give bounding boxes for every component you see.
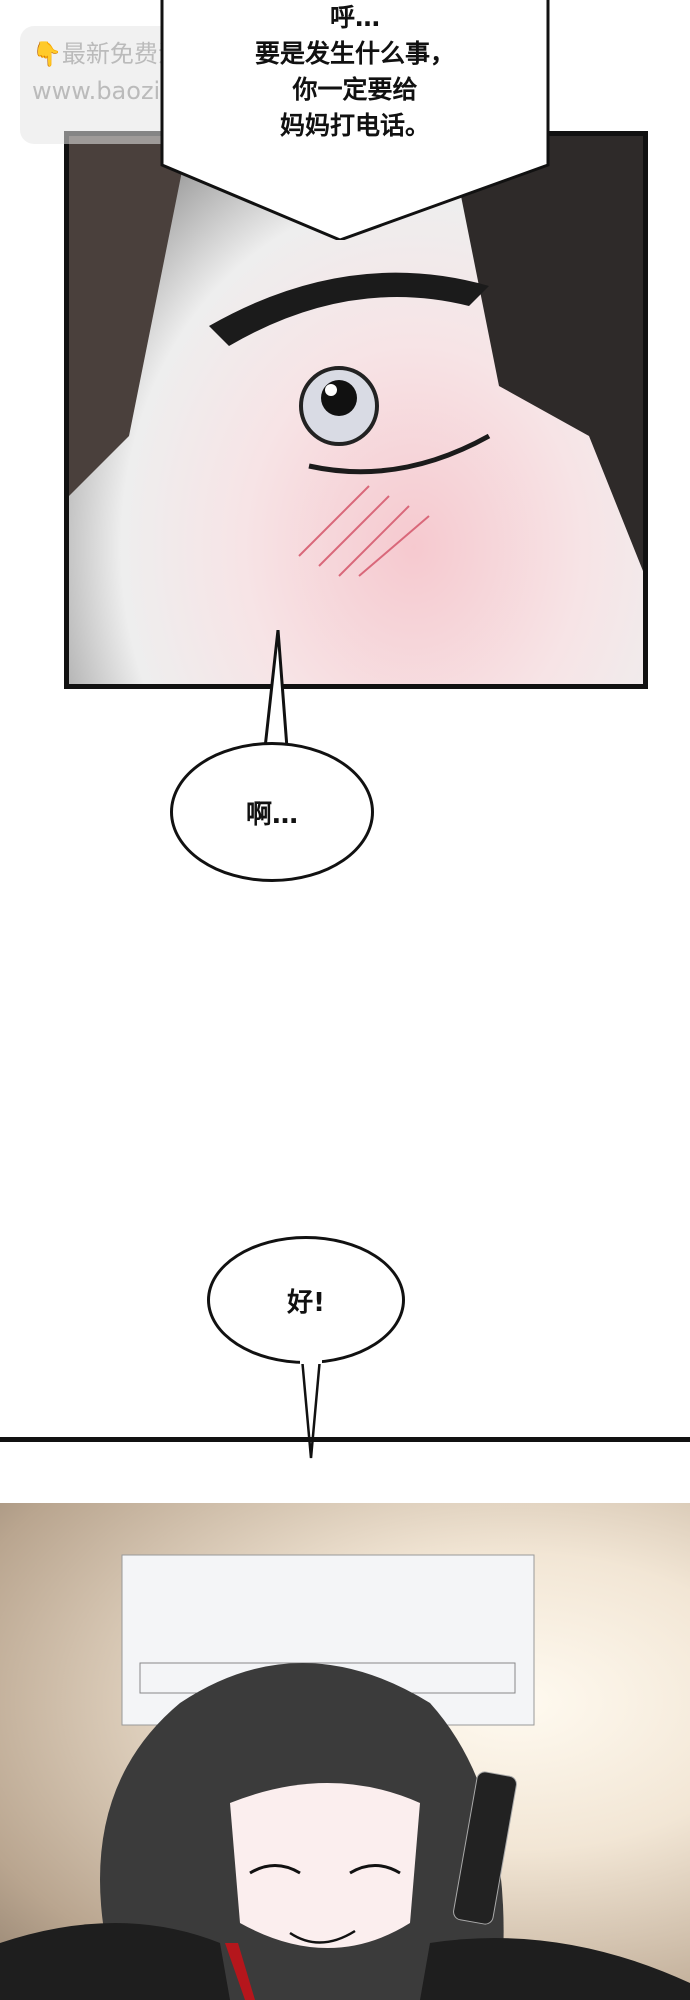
pointing-down-hand-icon: 👇 — [32, 40, 62, 68]
jacket-left — [0, 1923, 230, 2000]
bubble-line: 要是发生什么事， — [254, 39, 455, 68]
eyelid-upper — [209, 272, 489, 346]
pupil — [321, 380, 357, 416]
bubble-line: 你一定要给 — [292, 75, 418, 104]
face — [230, 1783, 420, 1948]
speech-bubble-ah: 啊… — [170, 742, 374, 882]
bubble-line: 妈妈打电话。 — [279, 111, 430, 140]
eye-artwork — [69, 136, 643, 577]
hair-left — [69, 136, 189, 496]
bubble-text: 好! — [287, 1287, 325, 1318]
comic-panel-girl-phone — [0, 1503, 690, 2000]
smile — [289, 1929, 356, 1944]
blush-lines — [298, 485, 430, 577]
phone — [453, 1771, 517, 1925]
panel-divider — [0, 1437, 690, 1442]
bubble-tail-ah — [263, 630, 289, 750]
girl-phone-artwork — [0, 1554, 690, 2000]
red-collar — [225, 1943, 255, 2000]
speech-bubble-mom: 呼… 要是发生什么事， 你一定要给 妈妈打电话。 — [160, 0, 550, 240]
hair-right — [449, 136, 643, 571]
eyelid-lower — [308, 433, 491, 475]
closed-eyes — [249, 1864, 401, 1875]
bubble-line: 呼… — [329, 3, 380, 32]
speech-bubble-ok: 好! — [207, 1236, 405, 1364]
jacket-right — [420, 1938, 690, 2000]
bubble-tail-ok — [300, 1358, 322, 1459]
bubble-text: 啊… — [245, 799, 298, 830]
